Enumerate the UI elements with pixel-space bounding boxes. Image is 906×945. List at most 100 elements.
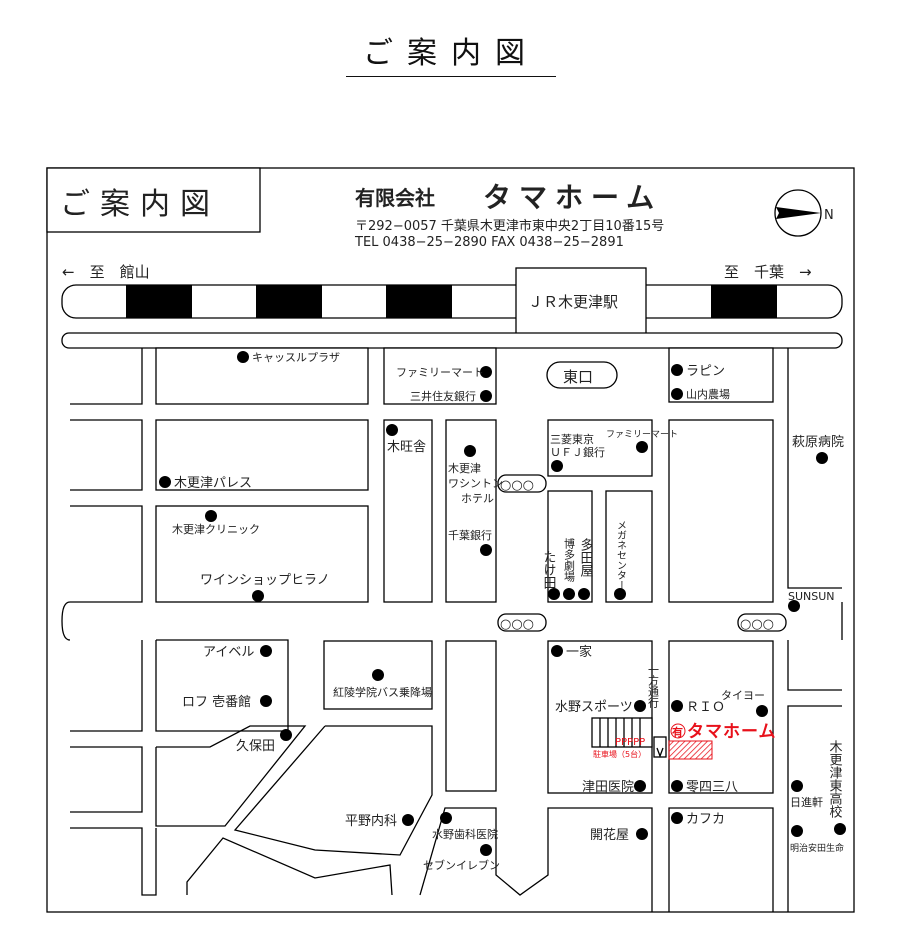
landmark-tadaya: 多田屋 — [578, 537, 594, 578]
map-title-box — [46, 167, 261, 233]
landmark-megane: メガネセンター — [615, 520, 627, 590]
east-exit-sign — [546, 361, 618, 389]
landmark-dot — [402, 814, 414, 826]
east-exit-label: 東口 — [563, 368, 593, 386]
tama-home-location — [668, 740, 713, 760]
landmark-dot — [260, 695, 272, 707]
landmark-washington-3: ホテル — [461, 492, 494, 505]
landmark-kaikaya: 開花屋 — [590, 827, 629, 843]
landmark-dot — [634, 700, 646, 712]
landmark-dot — [816, 452, 828, 464]
landmark-dot — [671, 388, 683, 400]
landmark-dot — [791, 780, 803, 792]
landmark-dot — [563, 588, 575, 600]
company-mark-icon — [670, 723, 686, 739]
landmark-dot — [551, 460, 563, 472]
landmark-dot — [671, 780, 683, 792]
traffic-signal — [737, 613, 787, 632]
company-contact: TEL 0438−25−2890 FAX 0438−25−2891 — [354, 235, 624, 250]
landmark-nisshinken: 日進軒 — [790, 796, 823, 809]
landmark-aiberu: アイベル — [203, 645, 254, 660]
landmark-dot — [834, 823, 846, 835]
landmark-ikka: 一家 — [566, 644, 592, 660]
landmark-dot — [578, 588, 590, 600]
landmark-hirano: 平野内科 — [345, 813, 397, 829]
landmark-rio: ＲＩＯ — [686, 700, 725, 715]
landmark-kafuka: カフカ — [686, 812, 725, 827]
landmark-meiji-yasuda: 明治安田生命 — [790, 842, 844, 854]
landmark-koryo-bus: 紅陵学院バス乗降場 — [333, 685, 432, 699]
landmark-mokuousha: 木旺舎 — [387, 440, 426, 455]
landmark-dot — [237, 351, 249, 363]
landmark-dot — [205, 510, 217, 522]
landmark-sunsun: SUNSUN — [788, 590, 835, 603]
landmark-chiba-bank: 千葉銀行 — [448, 528, 492, 542]
landmark-dot — [280, 729, 292, 741]
direction-tateyama: ← 至 館山 — [62, 263, 150, 281]
landmark-dot — [386, 424, 398, 436]
landmark-dot — [636, 441, 648, 453]
landmark-dot — [636, 828, 648, 840]
landmark-mufg-2: ＵＦＪ銀行 — [550, 445, 605, 459]
station-road — [61, 332, 843, 349]
landmark-yamauchi: 山内農場 — [686, 387, 730, 401]
landmark-dot — [480, 544, 492, 556]
one-way-label: 一方通行 — [647, 664, 660, 709]
landmark-castle-plaza: キャッスルプラザ — [252, 351, 340, 364]
traffic-signal — [497, 474, 547, 493]
landmark-dot — [480, 366, 492, 378]
landmark-washington-1: 木更津 — [448, 462, 481, 475]
landmark-dot — [791, 825, 803, 837]
landmark-clinic: 木更津クリニック — [172, 523, 260, 536]
parking-label: 駐車場（5台） — [593, 749, 646, 759]
landmark-washington-2: ワシントン — [448, 477, 503, 490]
landmark-mufg-1: 三菱東京 — [550, 432, 594, 446]
landmark-dot — [159, 476, 171, 488]
landmark-dot — [671, 700, 683, 712]
landmark-dot — [480, 390, 492, 402]
traffic-signal-label: ○○○ — [500, 617, 534, 632]
landmark-familymart-2: ファミリーマート — [606, 430, 678, 440]
one-way-arrow-icon — [653, 736, 667, 758]
parking-lot — [591, 717, 653, 748]
landmark-dot — [252, 590, 264, 602]
company-prefix: 有限会社 — [355, 186, 435, 210]
landmark-dot — [634, 780, 646, 792]
company-name: タマホーム — [483, 181, 662, 214]
city-blocks — [61, 347, 843, 912]
direction-chiba: 至 千葉 → — [724, 263, 812, 281]
tama-home-label: タマホーム — [687, 722, 777, 742]
landmark-dot — [671, 364, 683, 376]
compass-north-label: N — [824, 208, 834, 223]
landmark-dot — [440, 812, 452, 824]
landmark-takeda: たけ田 — [541, 550, 556, 589]
landmark-taiyo: タイヨー — [721, 689, 765, 702]
landmark-dot — [464, 445, 476, 457]
landmark-higashi-high-school: 木更津東高校 — [827, 740, 843, 818]
parking-slots: PPPPP — [615, 737, 645, 748]
landmark-dot — [614, 588, 626, 600]
landmark-wine-shop: ワインショップヒラノ — [200, 573, 330, 588]
traffic-signal-label: ○○○ — [740, 617, 774, 632]
landmark-kisarazu-palace: 木更津パレス — [174, 476, 252, 491]
landmark-dot — [548, 588, 560, 600]
company-address: 〒292−0057 千葉県木更津市東中央2丁目10番15号 — [355, 218, 664, 234]
landmark-dot — [480, 844, 492, 856]
landmark-dot — [756, 705, 768, 717]
railway-ties — [126, 285, 777, 318]
landmark-dot — [372, 669, 384, 681]
map-title: ご案内図 — [60, 187, 220, 222]
company-mark: 有 — [672, 725, 683, 739]
page-title: ご案内図 — [346, 28, 556, 77]
landmark-hakata: 博多劇場 — [563, 538, 576, 583]
landmark-tsuda: 津田医院 — [582, 780, 634, 795]
landmark-mizuno-sports: 水野スポーツ — [555, 700, 633, 715]
station-label: ＪＲ木更津駅 — [528, 293, 618, 311]
landmark-hagiwara: 萩原病院 — [792, 435, 844, 450]
landmark-familymart: ファミリーマート — [396, 366, 484, 379]
traffic-signal — [497, 613, 547, 632]
landmark-reishi: 零四三八 — [686, 780, 738, 795]
landmark-dot — [671, 812, 683, 824]
landmark-mizuno-dental: 水野歯科医院 — [432, 827, 498, 841]
